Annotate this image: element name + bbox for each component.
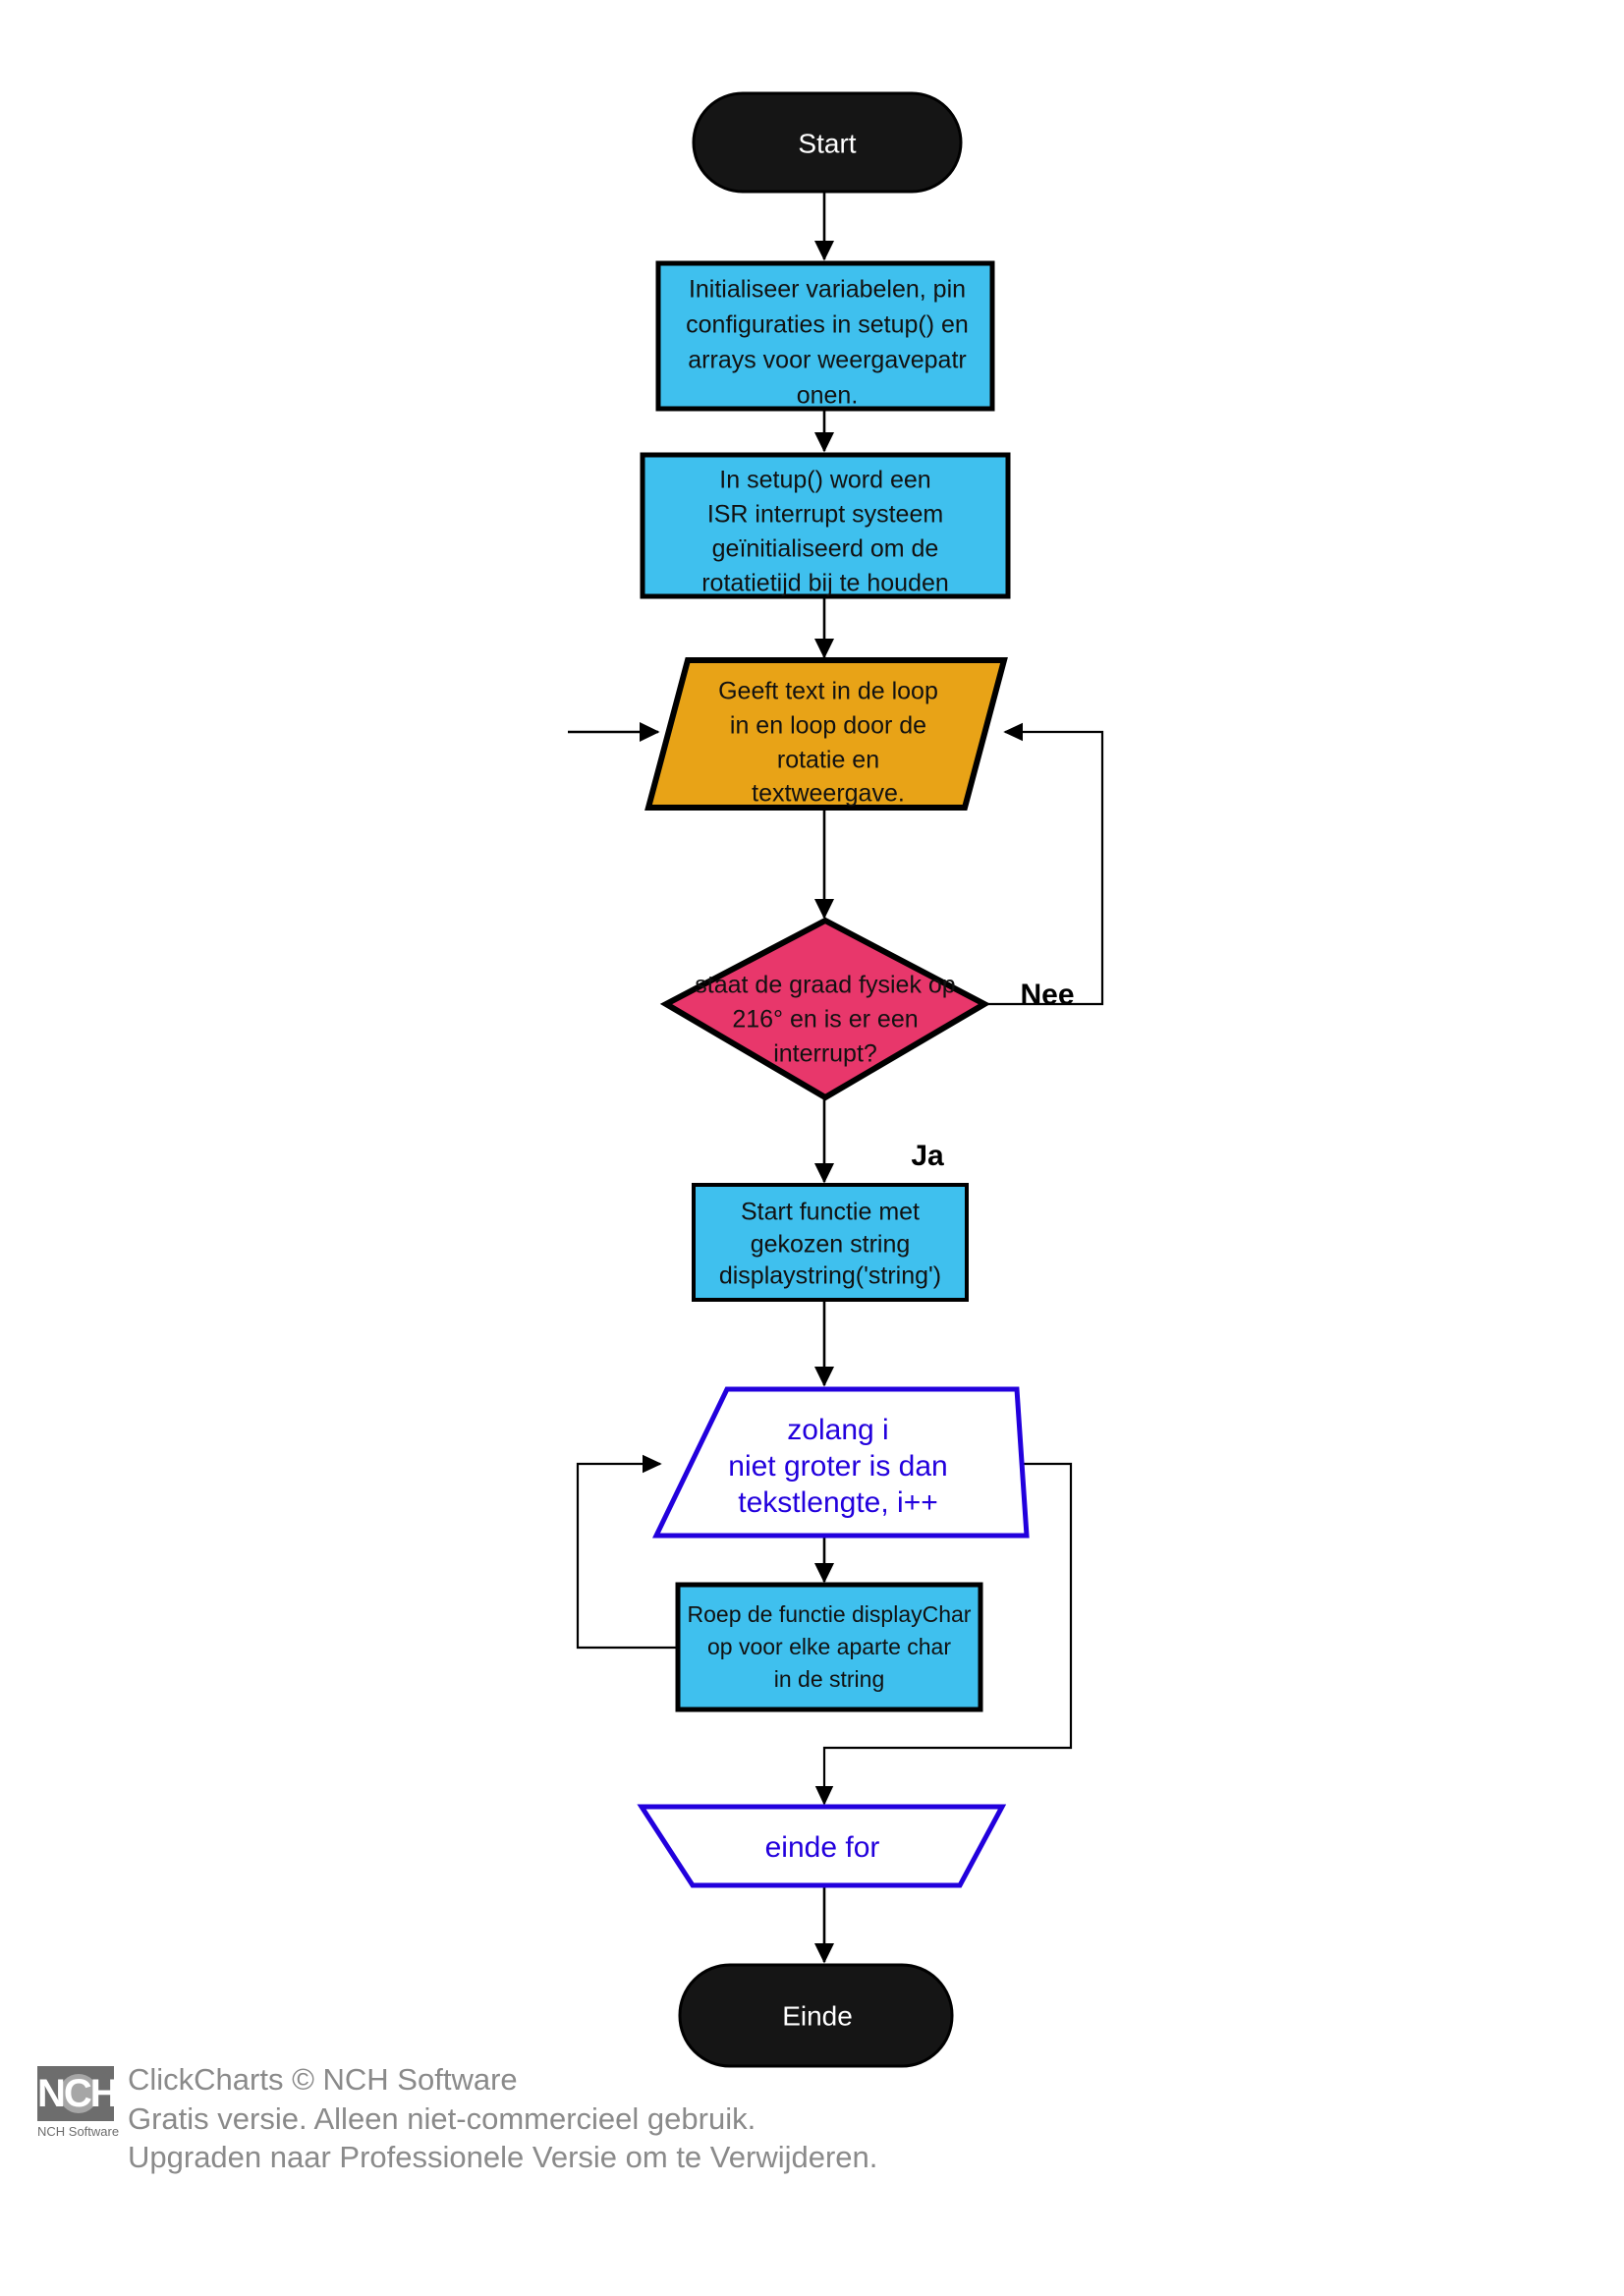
footer-text-block: ClickCharts © NCH Software Gratis versie… <box>128 2060 877 2177</box>
decision-line-3: interrupt? <box>773 1040 877 1068</box>
forend-shape <box>637 1804 1007 1888</box>
displaychar-line-1: Roep de functie displayChar <box>688 1601 972 1627</box>
node-start[interactable]: Start <box>692 91 963 194</box>
node-displaychar[interactable]: Roep de functie displayChar op voor elke… <box>675 1582 983 1712</box>
isr-line-3: geïnitialiseerd om de <box>712 535 939 563</box>
edge-displaychar-back-to-forstart <box>576 1454 678 1650</box>
loop-line-3: rotatie en <box>777 747 879 774</box>
loop-line-2: in en loop door de <box>730 712 926 740</box>
branch-label-ja: Ja <box>911 1140 944 1172</box>
node-einde[interactable]: Einde <box>678 1963 954 2068</box>
footer-line-2: Gratis versie. Alleen niet-commercieel g… <box>128 2100 756 2136</box>
isr-shape <box>640 452 1011 599</box>
einde-shape <box>678 1963 954 2068</box>
footer-line-1: ClickCharts © NCH Software <box>128 2062 518 2097</box>
displaychar-line-3: in de string <box>774 1666 885 1692</box>
decision-line-1: staat de graad fysiek op <box>695 972 955 999</box>
decision-shape <box>659 917 991 1101</box>
displaychar-shape <box>675 1582 983 1712</box>
init-line-1: Initialiseer variabelen, pin <box>689 276 966 304</box>
isr-line-1: In setup() word een <box>719 467 930 494</box>
startfunc-line-2: gekozen string <box>751 1231 911 1259</box>
init-line-3: arrays voor weergavepatr <box>688 347 966 374</box>
einde-label: Einde <box>782 2000 853 2031</box>
nch-logo-caption: NCH Software <box>37 2124 120 2139</box>
node-forend[interactable]: einde for <box>637 1804 1007 1888</box>
connector-layer <box>568 192 1104 1964</box>
node-loop[interactable]: Geeft text in de loop in en loop door de… <box>644 657 1008 811</box>
branch-label-nee: Nee <box>1020 979 1074 1011</box>
init-shape <box>655 260 995 412</box>
nch-logo-icon: NCH <box>37 2066 114 2121</box>
node-forstart[interactable]: zolang i niet groter is dan tekstlengte,… <box>652 1386 1030 1539</box>
startfunc-shape <box>692 1183 969 1302</box>
start-shape <box>692 91 963 194</box>
edge-decision-nee-to-loop <box>984 722 1104 1006</box>
loop-line-4: textweergave. <box>752 780 905 808</box>
startfunc-line-3: displaystring('string') <box>719 1262 941 1290</box>
nch-logo: NCH NCH Software <box>37 2066 120 2139</box>
forstart-line-2: niet groter is dan <box>728 1450 947 1483</box>
footer-line-3: Upgraden naar Professionele Versie om te… <box>128 2140 878 2175</box>
loop-shape <box>644 657 1008 811</box>
forstart-line-1: zolang i <box>787 1414 888 1446</box>
edge-forstart-to-forend <box>814 1462 1073 1806</box>
start-label: Start <box>798 128 856 158</box>
init-line-2: configuraties in setup() en <box>686 311 969 339</box>
node-startfunc[interactable]: Start functie met gekozen string display… <box>692 1183 969 1302</box>
node-decision[interactable]: staat de graad fysiek op 216° en is er e… <box>659 917 991 1101</box>
isr-line-4: rotatietijd bij te houden <box>701 570 949 597</box>
loop-line-1: Geeft text in de loop <box>718 678 938 705</box>
forstart-shape <box>652 1386 1030 1539</box>
forend-label: einde for <box>765 1831 880 1864</box>
startfunc-line-1: Start functie met <box>741 1199 920 1226</box>
footer-watermark: NCH NCH Software ClickCharts © NCH Softw… <box>37 2060 877 2177</box>
forstart-line-3: tekstlengte, i++ <box>738 1486 937 1519</box>
displaychar-line-2: op voor elke aparte char <box>707 1634 951 1659</box>
node-init[interactable]: Initialiseer variabelen, pin configurati… <box>655 260 995 412</box>
isr-line-2: ISR interrupt systeem <box>707 501 943 529</box>
node-isr[interactable]: In setup() word een ISR interrupt systee… <box>640 452 1011 599</box>
nch-logo-letters: NCH <box>37 2072 114 2115</box>
init-line-4: onen. <box>797 382 859 410</box>
decision-line-2: 216° en is er een <box>732 1006 918 1034</box>
nch-logo-disc <box>59 2074 98 2113</box>
